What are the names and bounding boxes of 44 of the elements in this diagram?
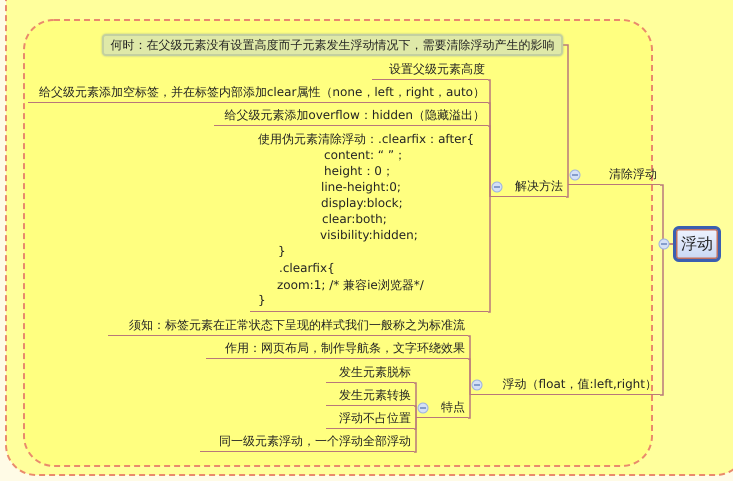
note-text: 何时：在父级元素没有设置高度而子元素发生浮动情况下，需要清除浮动产生的影响 xyxy=(110,36,554,54)
topic-underline xyxy=(108,316,468,336)
code-line: line-height:0; xyxy=(321,179,401,195)
note-box xyxy=(102,34,563,56)
code-line: .clearfix{ xyxy=(279,260,335,276)
topic-label: 清除浮动 xyxy=(609,166,657,182)
topic-label: 作用：网页布局，制作导航条，文字环绕效果 xyxy=(225,340,465,356)
branch-connector xyxy=(660,243,673,396)
code-line: clear:both; xyxy=(322,211,387,227)
topic-label: 解决方法 xyxy=(515,178,563,194)
branch-connector xyxy=(488,197,491,313)
topic-underline xyxy=(372,60,488,80)
topic-underline xyxy=(326,363,414,383)
topic-label: 给父级元素添加空标签，并在标签内部添加clear属性（none，left，right，auto） xyxy=(38,84,485,100)
topic-label: 须知：标签元素在正常状态下呈现的样式我们一般称之为标准流 xyxy=(129,317,465,333)
branch-connector xyxy=(566,185,569,198)
central-topic-box xyxy=(673,226,721,262)
code-line: } xyxy=(258,292,266,308)
branch-connector xyxy=(414,418,417,453)
topic-label: 浮动不占位置 xyxy=(339,410,411,426)
code-line: height：0； xyxy=(324,163,394,179)
code-line: } xyxy=(278,243,286,259)
code-line: 使用伪元素清除浮动：.clearfix：after{ xyxy=(258,131,474,147)
topic-underline xyxy=(206,339,468,359)
topic-label: 设置父级元素高度 xyxy=(389,61,485,77)
topic-label: 给父级元素添加overflow：hidden（隐藏溢出） xyxy=(224,107,485,123)
topic-label: 发生元素脱标 xyxy=(339,364,411,380)
topic-label: 发生元素转换 xyxy=(339,387,411,403)
central-topic-label: 浮动 xyxy=(681,234,713,254)
branch-connector xyxy=(563,44,569,185)
topic-underline xyxy=(326,409,414,429)
topic-label: 特点 xyxy=(441,399,465,415)
topic-underline xyxy=(200,432,414,452)
topic-underline xyxy=(326,386,414,406)
code-line: zoom:1; /* 兼容ie浏览器*/ xyxy=(277,277,424,293)
code-line: visibility:hidden; xyxy=(320,227,418,243)
code-line: display:block; xyxy=(321,195,403,211)
branch-connector xyxy=(488,125,491,197)
topic-label: 同一级元素浮动，一个浮动全部浮动 xyxy=(219,433,411,449)
branch-connector xyxy=(468,358,471,395)
branch-connector xyxy=(414,405,417,418)
code-line: content: “ ”； xyxy=(324,147,406,163)
topic-label: 浮动（float，值:left,right） xyxy=(502,376,657,392)
branch-connector xyxy=(468,395,471,419)
